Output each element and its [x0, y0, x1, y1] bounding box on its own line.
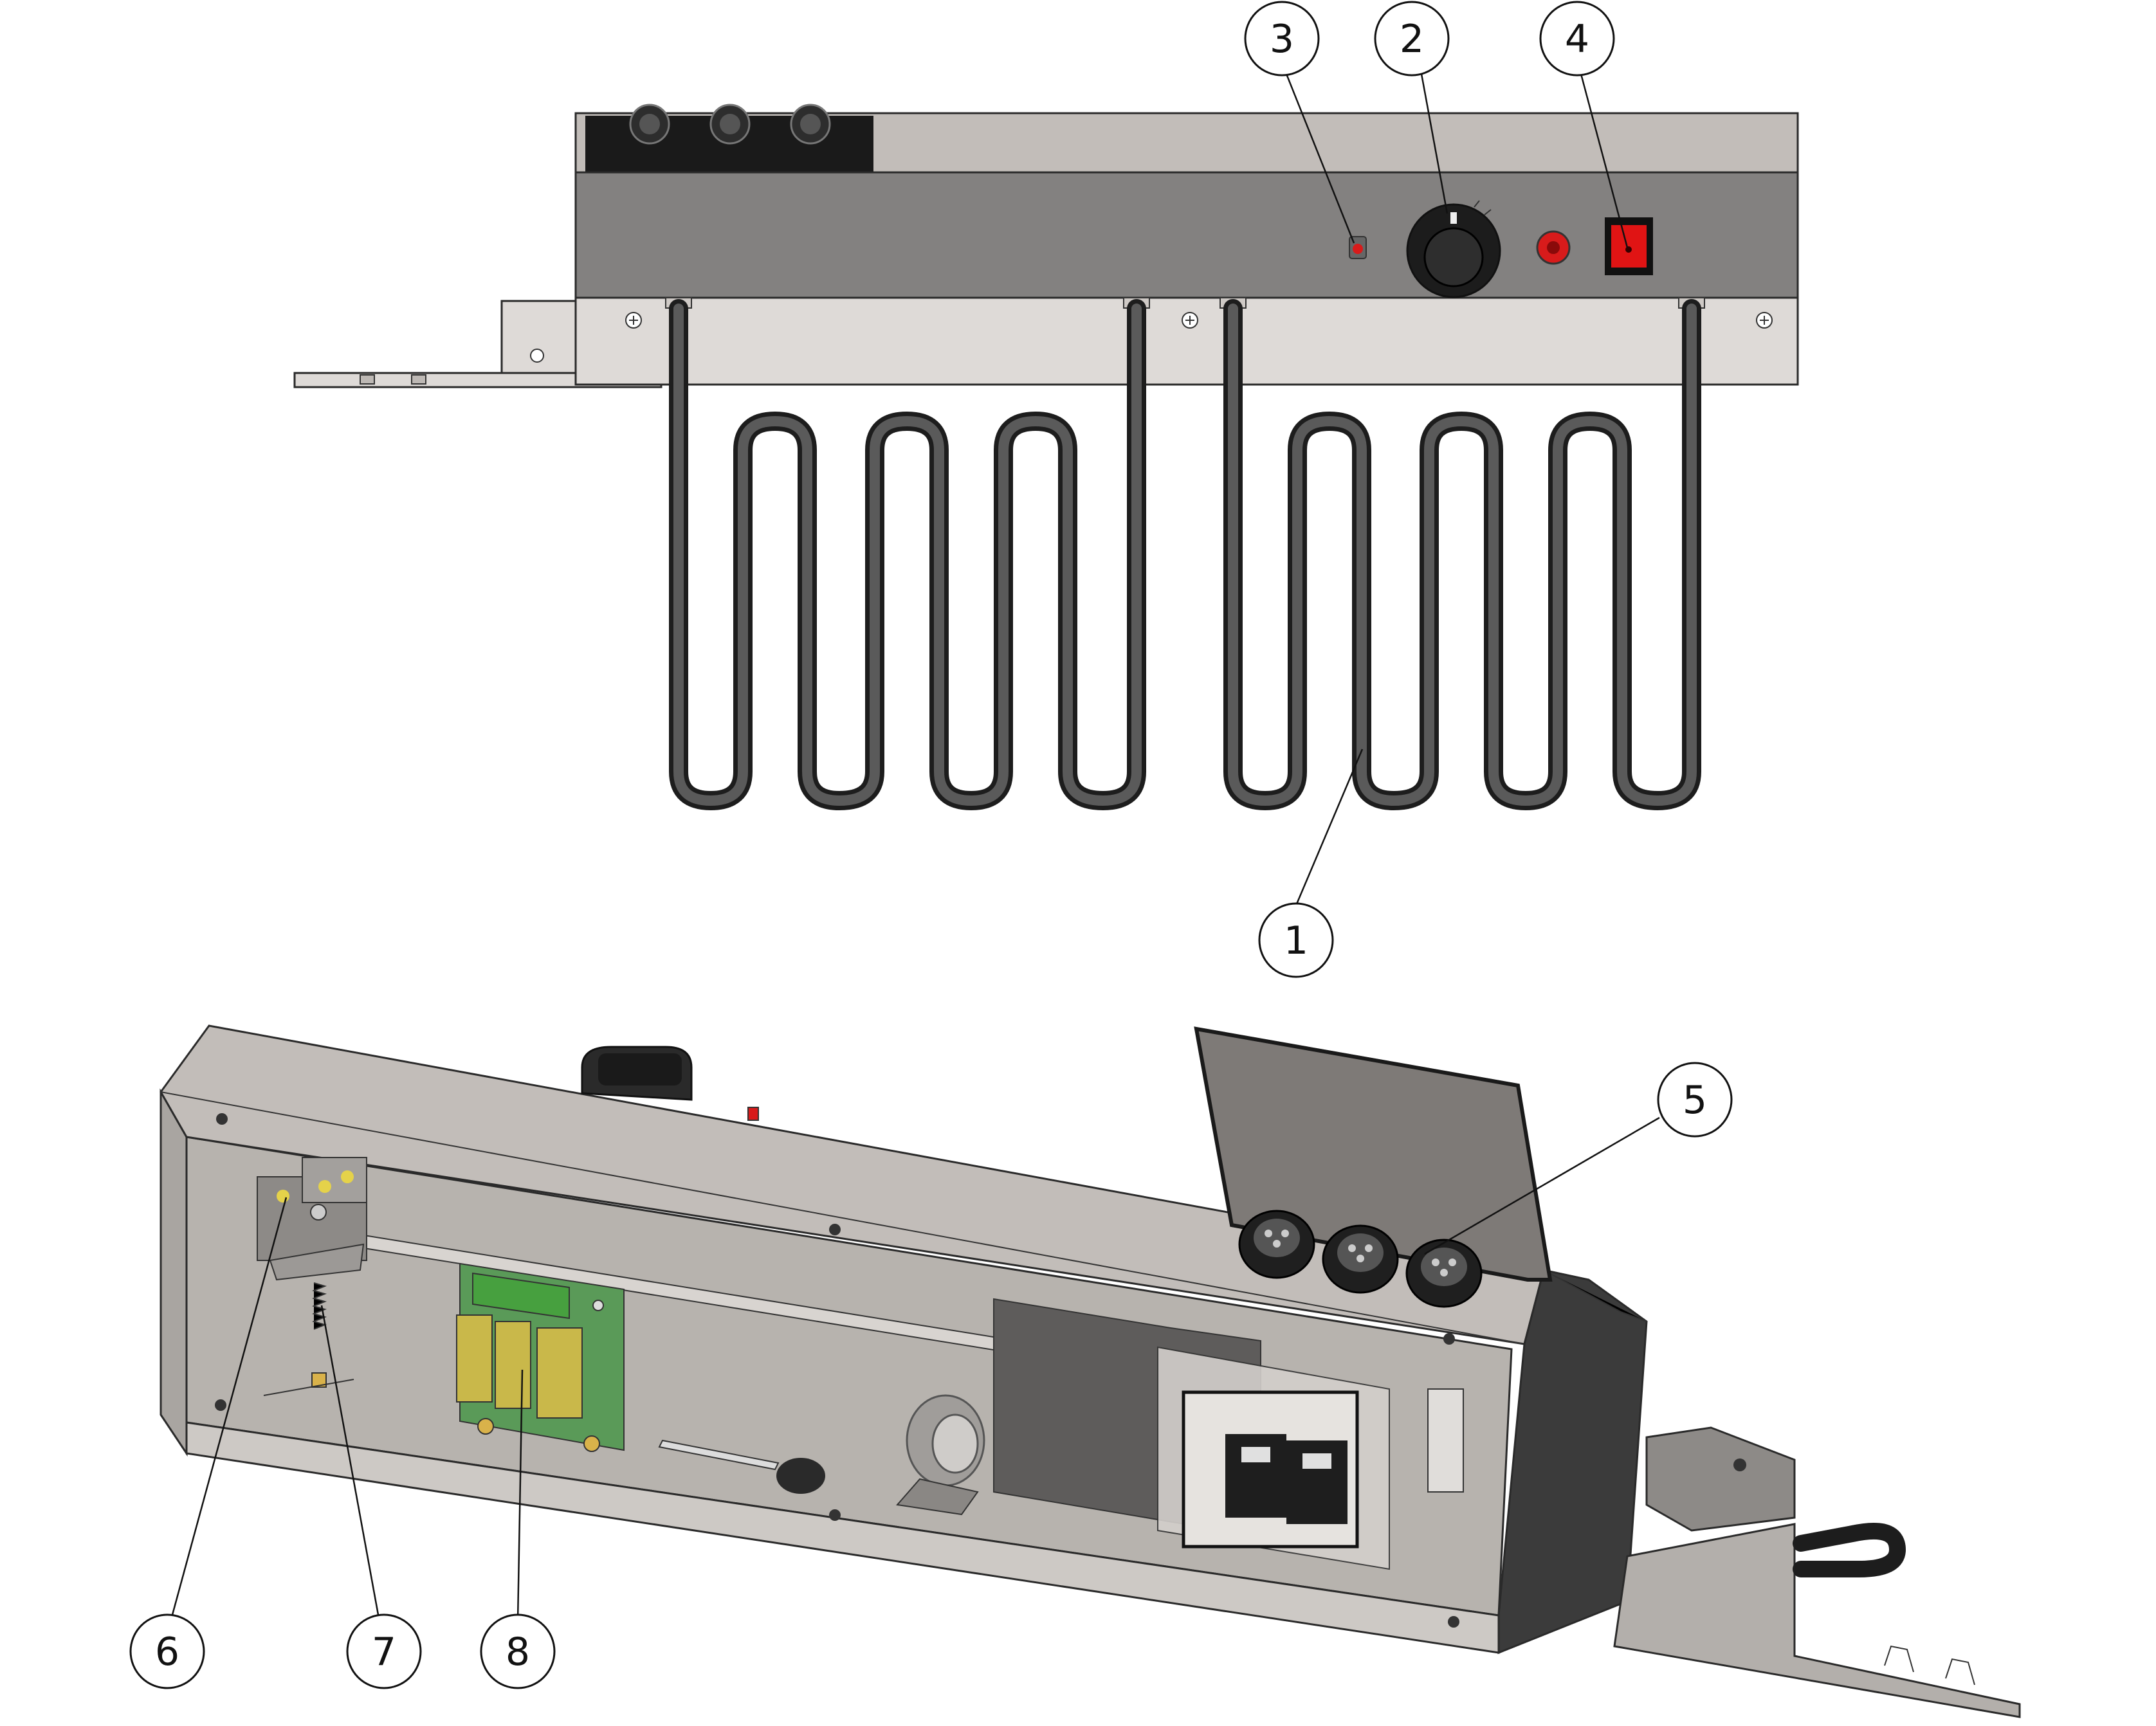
control-box-open-view: [160, 1024, 2021, 1718]
grommet: [776, 1458, 825, 1494]
callout-7: 7: [346, 1613, 422, 1689]
terminal-block: [257, 1157, 367, 1261]
box-connector-1: [1238, 1210, 1315, 1279]
lid-connector-2: [709, 104, 751, 145]
callout-1: 1: [1258, 902, 1334, 978]
plate-screw: [625, 312, 642, 329]
svg-text:2: 2: [1400, 17, 1424, 62]
indicator-lamp: [1536, 230, 1571, 265]
callout-3: 3: [1244, 1, 1320, 77]
box-knob: [581, 1046, 693, 1101]
side-bracket: [293, 300, 662, 388]
box-connector-2: [1322, 1224, 1399, 1294]
heating-element-coil: [669, 299, 1701, 810]
leader-lines: [169, 73, 1660, 1622]
svg-text:3: 3: [1270, 17, 1294, 62]
callout-4: 4: [1539, 1, 1615, 77]
plate-screw: [1182, 312, 1198, 329]
plate-screw: [1756, 312, 1773, 329]
cable-gland: [896, 1394, 985, 1516]
svg-text:5: 5: [1683, 1078, 1707, 1123]
callout-6: 6: [129, 1613, 205, 1689]
thermostat-knob: [1406, 200, 1501, 298]
svg-text:4: 4: [1565, 17, 1589, 62]
wire-strip: [658, 1439, 780, 1471]
lid-connector-1: [629, 104, 670, 145]
svg-text:8: 8: [506, 1630, 530, 1675]
box-connector-3: [1405, 1239, 1483, 1308]
mounting-plate: [574, 296, 1799, 386]
svg-text:1: 1: [1284, 918, 1308, 963]
circuit-breaker: [1157, 1346, 1390, 1570]
box-end-housing: [1497, 1269, 1648, 1655]
svg-text:6: 6: [155, 1630, 179, 1675]
din-clip: [1427, 1388, 1464, 1493]
box-indicator: [747, 1107, 759, 1121]
control-panel: [574, 171, 1799, 299]
mounting-bracket: [1613, 1426, 2021, 1718]
heater-unit-front-view: [293, 104, 1799, 810]
callout-8: 8: [480, 1613, 556, 1689]
spring-switch: [263, 1243, 365, 1396]
power-switch: [1605, 217, 1653, 275]
relay-pcb: [456, 1262, 625, 1452]
svg-text:7: 7: [372, 1630, 396, 1675]
lid-connector-3: [790, 104, 831, 145]
callout-2: 2: [1374, 1, 1450, 77]
callout-5: 5: [1657, 1062, 1733, 1138]
box-left-side: [160, 1088, 188, 1457]
